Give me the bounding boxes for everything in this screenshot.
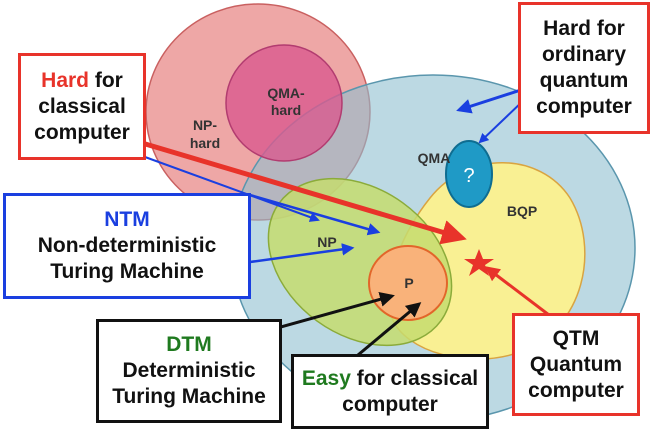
arrow-ntm-1: [249, 193, 381, 236]
easy-word: Easy: [301, 366, 351, 390]
easy-classical-box: Easy for classical computer: [291, 354, 489, 429]
np-label: NP: [317, 234, 336, 250]
unknown-region: [445, 140, 493, 208]
qtm-box: QTM Quantum computer: [512, 313, 640, 416]
qma-hard-label: QMA-hard: [267, 85, 305, 118]
arrow-ntm-2: [249, 243, 355, 264]
dtm-box: DTM Deterministic Turing Machine: [96, 319, 282, 423]
qma-label: QMA: [418, 150, 451, 166]
hard-quantum-box: Hard for ordinary quantum computer: [518, 2, 650, 134]
arrow-hard-classical: [141, 140, 467, 245]
hard-classical-box: Hard for classical computer: [18, 53, 146, 160]
ntm-title: NTM: [104, 208, 150, 231]
arrow-easy: [351, 302, 422, 362]
p-label: P: [404, 275, 413, 291]
np-hard-label: NP-hard: [190, 117, 220, 151]
arrow-hard-classical-blue: [144, 156, 320, 222]
bqp-label: BQP: [507, 203, 537, 219]
qtm-title: QTM: [552, 326, 600, 350]
hard-word: Hard: [41, 68, 90, 92]
unknown-label: ?: [463, 165, 474, 187]
dtm-title: DTM: [166, 333, 212, 356]
ntm-box: NTM Non-deterministic Turing Machine: [3, 193, 251, 299]
arrow-hard-quantum-2: [478, 99, 525, 144]
qma-hard-region: [225, 44, 343, 162]
arrow-hard-quantum: [456, 86, 528, 114]
